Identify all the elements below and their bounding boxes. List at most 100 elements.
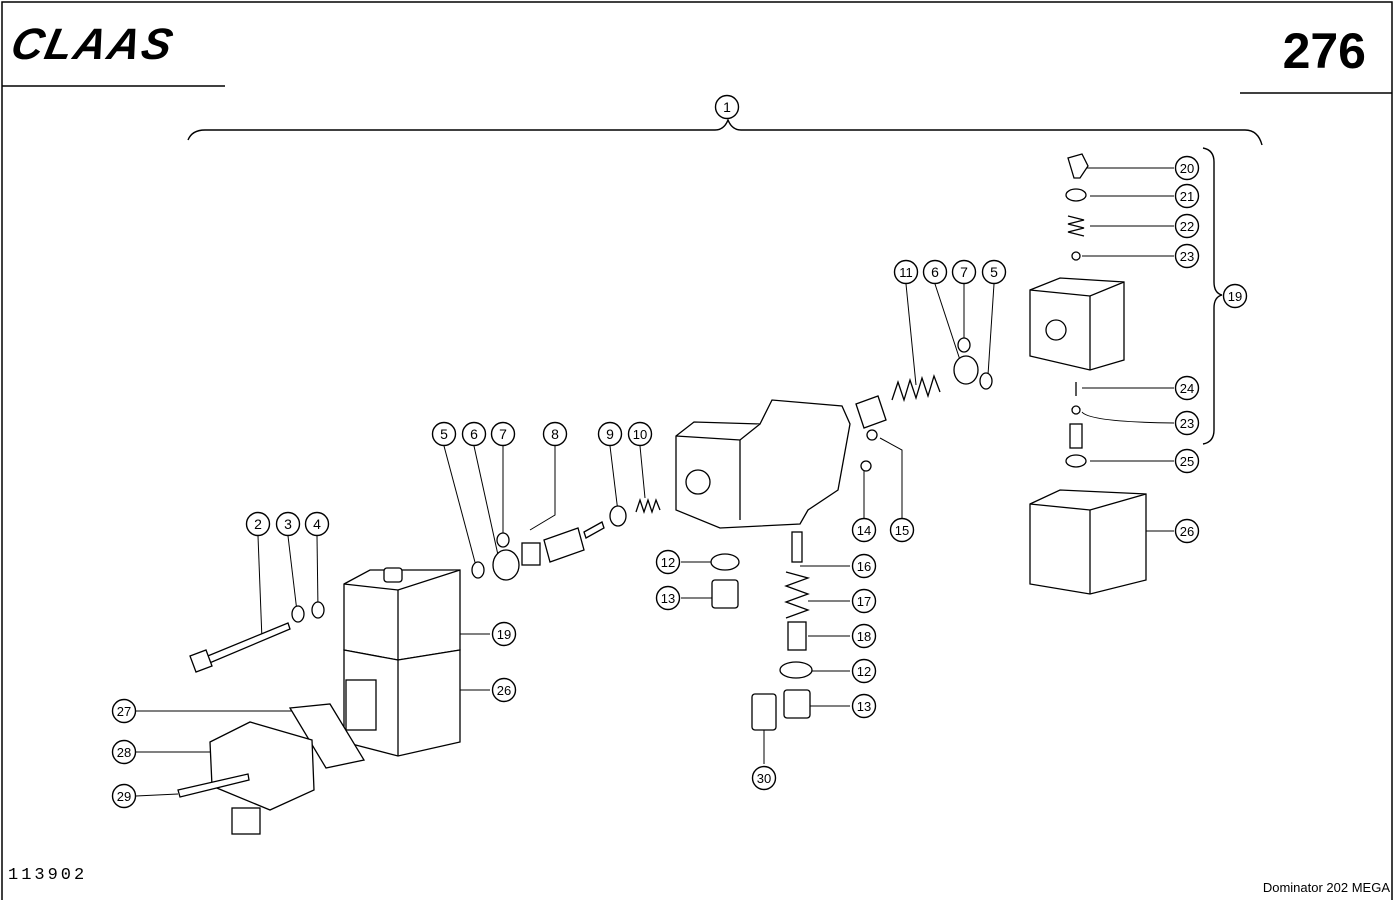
callout-circle — [851, 623, 877, 649]
callout-circle — [111, 783, 137, 809]
callout-label: 23 — [1180, 249, 1194, 264]
callout-circle — [851, 517, 877, 543]
callout-8: 8 — [542, 421, 568, 447]
callout-label: 8 — [551, 426, 559, 442]
callout-label: 7 — [960, 264, 968, 280]
callout-12: 12 — [851, 658, 877, 684]
callout-circle — [851, 693, 877, 719]
callout-12: 12 — [655, 549, 681, 575]
callout-circle — [1174, 155, 1200, 181]
callout-5: 5 — [431, 421, 457, 447]
callout-circle — [597, 421, 623, 447]
callout-circle — [655, 585, 681, 611]
callout-9: 9 — [597, 421, 623, 447]
piston-part — [855, 395, 887, 429]
callout-label: 15 — [895, 523, 909, 538]
callout-circle — [1174, 243, 1200, 269]
washer-part — [291, 605, 305, 623]
callout-label: 10 — [633, 427, 647, 442]
leader-lines — [135, 167, 1175, 797]
callout-15: 15 — [889, 517, 915, 543]
callout-4: 4 — [304, 511, 330, 537]
callout-circle — [627, 421, 653, 447]
pilot-valve-block-part — [1029, 277, 1125, 371]
callout-label: 2 — [254, 516, 262, 532]
seal-part — [979, 372, 993, 390]
callout-circle — [275, 511, 301, 537]
callout-label: 5 — [440, 426, 448, 442]
callout-6: 6 — [922, 259, 948, 285]
main-housing-part — [675, 399, 851, 529]
callout-25: 25 — [1174, 448, 1200, 474]
callout-23: 23 — [1174, 243, 1200, 269]
seal-part — [609, 505, 627, 527]
valve-block-part — [343, 567, 461, 661]
callout-29: 29 — [111, 783, 137, 809]
callout-circle — [655, 549, 681, 575]
group-brace — [1202, 147, 1223, 445]
callout-5: 5 — [981, 259, 1007, 285]
callout-label: 29 — [117, 789, 131, 804]
callout-label: 13 — [661, 591, 675, 606]
callout-label: 3 — [284, 516, 292, 532]
plug-screw-part — [866, 429, 878, 441]
seal-part — [492, 549, 520, 581]
callout-circle — [851, 588, 877, 614]
callout-label: 17 — [857, 594, 871, 609]
callout-circle — [751, 765, 777, 791]
seal-part — [957, 337, 971, 353]
callout-circle — [981, 259, 1007, 285]
callout-label: 27 — [117, 704, 131, 719]
callout-3: 3 — [275, 511, 301, 537]
ball-part — [1071, 251, 1081, 261]
seal-part — [1065, 454, 1087, 468]
callout-label: 19 — [497, 627, 511, 642]
callout-circle — [1174, 448, 1200, 474]
page-number: 276 — [1282, 23, 1366, 79]
seal-part — [953, 355, 979, 385]
spring-part — [1067, 215, 1085, 237]
callout-label: 19 — [1228, 289, 1242, 304]
callout-circle — [490, 421, 516, 447]
callout-label: 9 — [606, 426, 614, 442]
callout-circle — [461, 421, 487, 447]
plug-screw-part — [860, 460, 872, 472]
callout-label: 30 — [757, 771, 771, 786]
callout-11: 11 — [893, 259, 919, 285]
callout-circle — [922, 259, 948, 285]
callout-circle — [1174, 375, 1200, 401]
callout-26: 26 — [491, 677, 517, 703]
callout-circle — [245, 511, 271, 537]
callout-10: 10 — [627, 421, 653, 447]
callout-23: 23 — [1174, 410, 1200, 436]
callout-circle — [893, 259, 919, 285]
callout-circle — [304, 511, 330, 537]
seal-part — [496, 532, 510, 548]
callout-circle — [851, 553, 877, 579]
callout-circle — [542, 421, 568, 447]
assembly-brace — [187, 118, 1263, 146]
ball-part — [1071, 405, 1081, 415]
callout-label: 7 — [499, 426, 507, 442]
fitting-part — [751, 693, 777, 731]
model-name: Dominator 202 MEGA — [1262, 880, 1390, 895]
callout-label: 12 — [661, 555, 675, 570]
callout-circle — [111, 698, 137, 724]
callout-circle — [1174, 410, 1200, 436]
seal-part — [779, 661, 813, 679]
callout-label: 6 — [470, 426, 478, 442]
fitting-part — [711, 579, 739, 609]
callout-circle — [714, 94, 740, 120]
callout-13: 13 — [851, 693, 877, 719]
callout-label: 16 — [857, 559, 871, 574]
callout-7: 7 — [490, 421, 516, 447]
callout-27: 27 — [111, 698, 137, 724]
callout-label: 5 — [990, 264, 998, 280]
spring-part — [635, 497, 661, 515]
callout-18: 18 — [851, 623, 877, 649]
callout-label: 26 — [497, 683, 511, 698]
callout-circle — [889, 517, 915, 543]
